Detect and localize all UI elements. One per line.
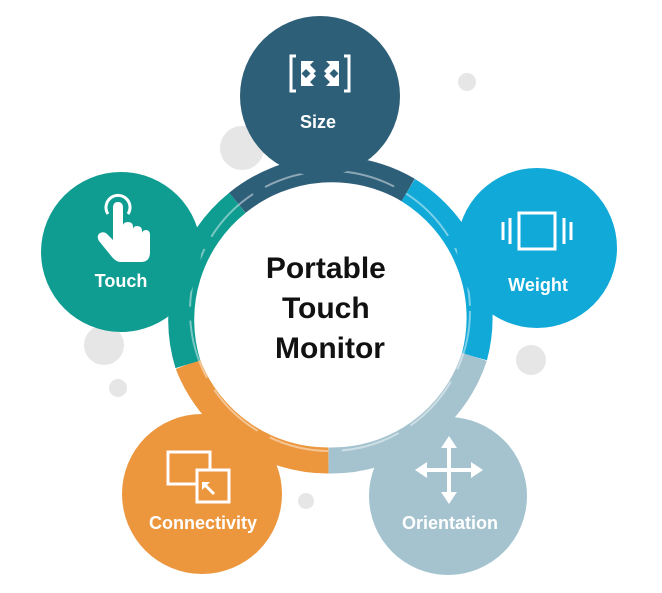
node-touch-label: Touch <box>95 271 148 291</box>
bubble <box>84 325 124 365</box>
screen-share-icon <box>166 450 231 504</box>
hand-pointer-icon <box>97 193 150 262</box>
expand-icon <box>289 54 351 93</box>
node-size-label: Size <box>300 112 336 132</box>
node-connectivity: Connectivity <box>122 414 282 574</box>
node-weight: Weight <box>457 168 617 328</box>
center-title-line-1: Portable <box>266 252 386 285</box>
ring-highlight <box>189 170 471 452</box>
node-connectivity-label: Connectivity <box>149 513 257 533</box>
bubble <box>298 493 314 509</box>
node-touch: Touch <box>41 172 201 332</box>
bubble <box>516 345 546 375</box>
center-title-line-3: Monitor <box>275 332 385 365</box>
node-size-circle <box>240 16 400 176</box>
center-title: Portable Touch Monitor <box>266 252 394 365</box>
bubble <box>109 379 127 397</box>
node-weight-label: Weight <box>508 275 568 295</box>
bubble <box>458 73 476 91</box>
center-title-line-2: Touch <box>282 292 370 325</box>
node-size: Size <box>240 16 400 176</box>
node-orientation: Orientation <box>369 417 527 575</box>
weight-frame-icon <box>501 211 573 251</box>
node-orientation-label: Orientation <box>402 513 498 533</box>
move-arrows-icon <box>415 436 483 504</box>
center-circle <box>202 183 458 439</box>
